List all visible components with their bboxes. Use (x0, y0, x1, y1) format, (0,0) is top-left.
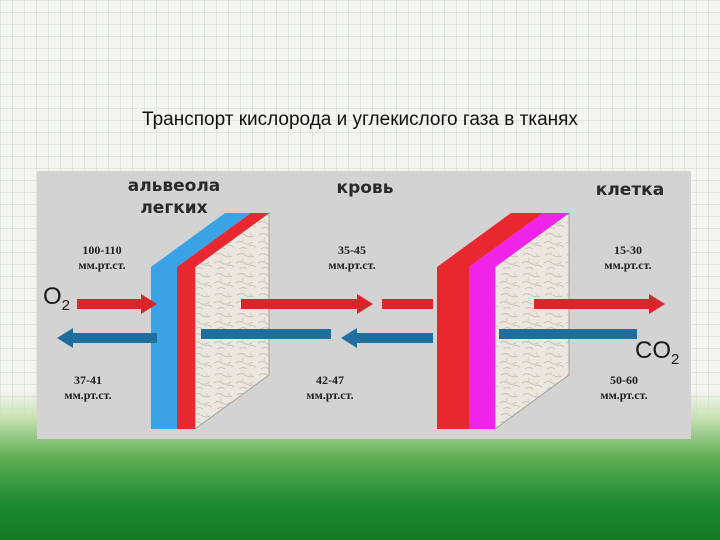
alveola-co2-pressure: 37-41 мм.рт.ст. (43, 373, 133, 403)
cell-co2-value: 50-60 (610, 373, 638, 387)
alveola-o2-pressure: 100-110 мм.рт.ст. (57, 243, 147, 273)
co2-arrow-1 (57, 328, 157, 348)
alveola-membrane (151, 212, 270, 430)
o2-arrow-4 (534, 294, 665, 314)
o2-label-sub: 2 (61, 296, 71, 314)
co2-label: CO2 (635, 337, 679, 368)
cell-o2-value: 15-30 (614, 243, 642, 257)
o2-arrow-2 (241, 294, 373, 314)
lungs-header: легких (140, 198, 208, 218)
o2-arrow-1 (77, 294, 157, 314)
blood-co2-unit: мм.рт.ст. (306, 388, 354, 402)
o2-label-base: O (43, 283, 62, 310)
blood-co2-pressure: 42-47 мм.рт.ст. (285, 373, 375, 403)
diagram-graphics (57, 212, 665, 430)
slide-title: Транспорт кислорода и углекислого газа в… (142, 109, 578, 130)
gas-exchange-diagram: альвеола легких кровь клетка 100-110 мм.… (37, 171, 691, 439)
blood-co2-value: 42-47 (316, 373, 344, 387)
cell-co2-pressure: 50-60 мм.рт.ст. (579, 373, 669, 403)
alveola-header: альвеола (127, 176, 221, 196)
cell-header: клетка (595, 180, 665, 200)
co2-label-sub: 2 (671, 350, 680, 368)
co2-label-base: CO (635, 337, 671, 364)
cell-co2-unit: мм.рт.ст. (600, 388, 648, 402)
blood-o2-pressure: 35-45 мм.рт.ст. (307, 243, 397, 273)
blood-o2-unit: мм.рт.ст. (328, 258, 376, 272)
alveola-co2-value: 37-41 (74, 373, 102, 387)
co2-arrow-3 (341, 328, 433, 348)
co2-arrow-2 (201, 329, 331, 339)
alveola-co2-unit: мм.рт.ст. (64, 388, 112, 402)
alveola-o2-unit: мм.рт.ст. (78, 258, 126, 272)
cell-o2-pressure: 15-30 мм.рт.ст. (583, 243, 673, 273)
o2-arrow-3 (382, 299, 433, 309)
blood-header: кровь (336, 178, 394, 198)
co2-arrows (57, 328, 637, 348)
cell-o2-unit: мм.рт.ст. (604, 258, 652, 272)
co2-arrow-4 (499, 329, 637, 339)
cell-membrane (437, 212, 570, 430)
blood-o2-value: 35-45 (338, 243, 366, 257)
o2-label: O2 (43, 283, 70, 314)
alveola-o2-value: 100-110 (82, 243, 122, 257)
o2-arrows (77, 294, 665, 314)
